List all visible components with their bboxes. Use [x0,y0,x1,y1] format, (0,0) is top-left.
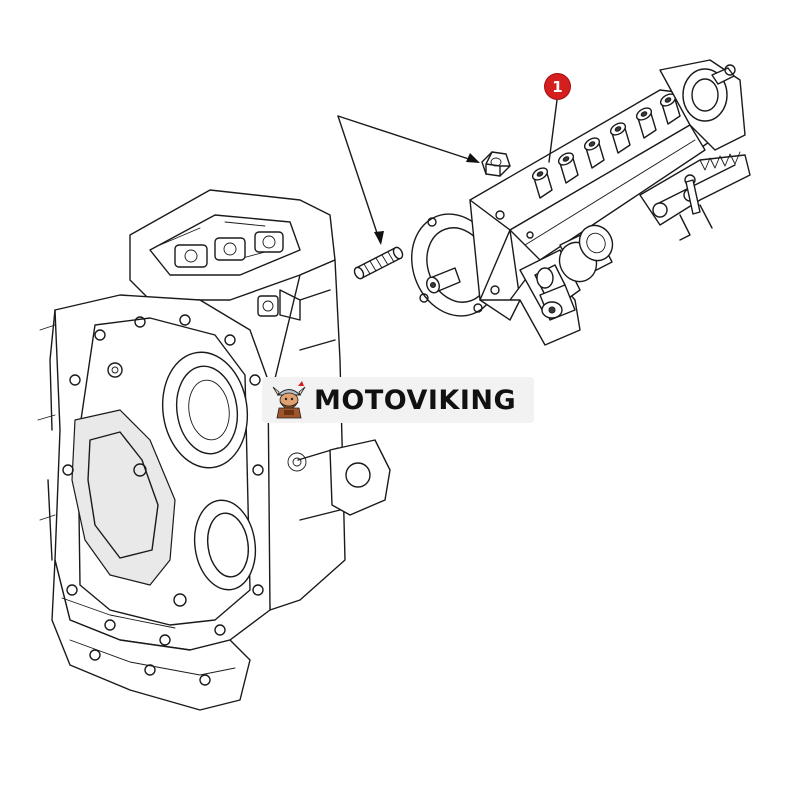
governor-linkage [639,151,751,241]
delivery-valves [531,93,681,199]
viking-mascot-icon [272,381,306,419]
callout-marker: 1 [545,74,570,99]
mounting-stud [353,246,404,280]
engine-block [37,189,391,711]
fuel-fitting [534,264,576,321]
callout-label: 1 [552,77,563,96]
watermark-text: MOTOVIKING [314,384,517,416]
fuel-injection-pump [411,59,751,346]
callout-leader [548,99,558,163]
fasteners [337,115,511,280]
feed-pump [558,224,614,283]
mounting-nut [481,151,511,177]
leader-arrows [337,115,480,245]
bolt-holes [62,314,264,686]
brand-watermark: MOTOVIKING [262,377,534,423]
